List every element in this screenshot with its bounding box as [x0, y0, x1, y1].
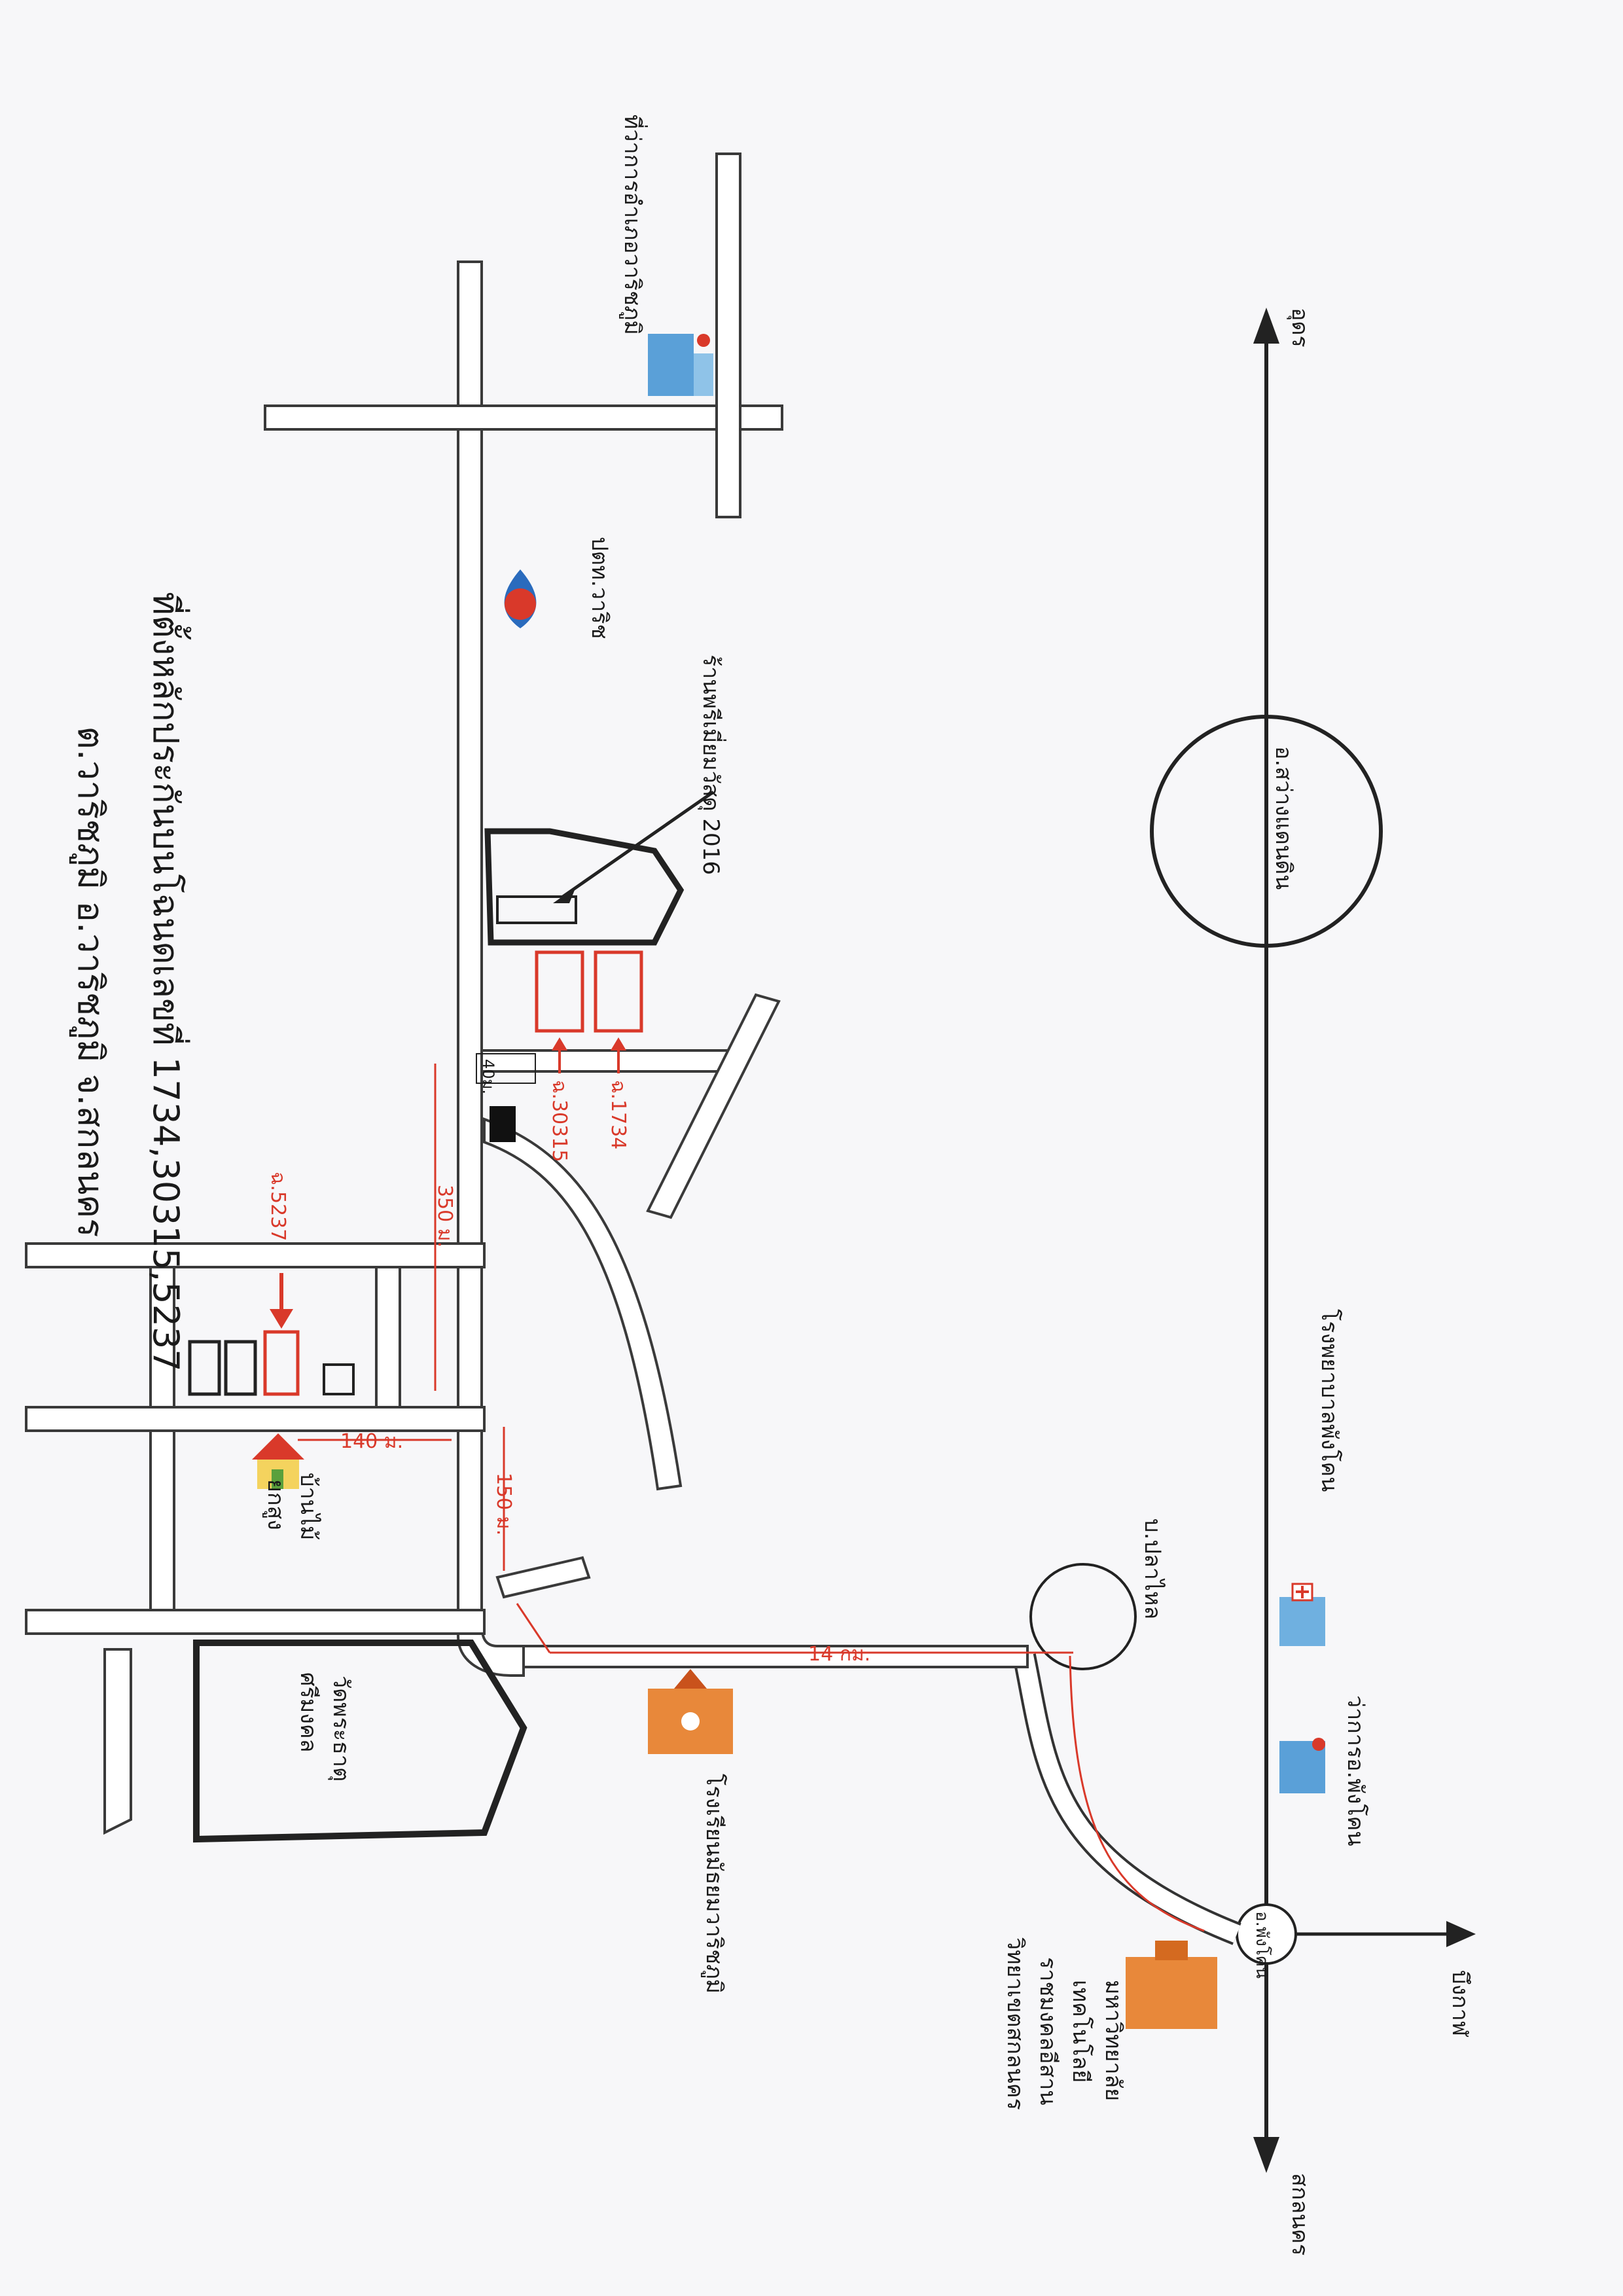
svg-text:ราชมงคลอีสาน: ราชมงคลอีสาน [1035, 1957, 1061, 2106]
sawang-daen-din-circle [1150, 715, 1383, 948]
dist-40m-box [476, 1053, 536, 1084]
plot-1734-box [594, 950, 643, 1033]
red-route-curve [1069, 1655, 1205, 1932]
temple-outline [193, 1640, 527, 1843]
label-dist-350: 350 ม. [433, 1185, 456, 1247]
label-dist-14km: 14 กม. [808, 1643, 870, 1666]
svg-text:เทคโนโลยี: เทคโนโลยี [1067, 1980, 1094, 2083]
svg-text:มหาวิทยาลัย: มหาวิทยาลัย [1100, 1980, 1126, 2101]
label-sawang-daen-din: อ.สว่างแดนดิน [1270, 746, 1296, 889]
label-pangkhon-office: ว่าการอ.พังโคน [1342, 1695, 1368, 1846]
label-university: มหาวิทยาลัย เทคโนโลยี ราชมงคลอีสาน วิทยา… [1002, 1937, 1126, 2110]
label-school: โรงเรียนมัธยมวาริชภูมิ [701, 1774, 727, 1994]
label-plot-5237: ฉ.5237 [266, 1172, 289, 1241]
house-icon [252, 1433, 304, 1489]
gas-station-icon [504, 569, 537, 628]
title-block: ที่ตั้งหลักประกันบนโฉนดเลขที่ 1734,30315… [69, 592, 191, 1371]
label-district-office: ที่ว่าการอำเภอวาริชภูมิ [619, 115, 648, 335]
label-dist-40: 40ม. [479, 1059, 497, 1094]
label-dist-140: 140 ม. [340, 1430, 403, 1453]
direction-east: บึงกาฬ [1447, 1970, 1473, 2037]
label-plot-30315: ฉ.30315 [548, 1080, 571, 1162]
label-hospital: โรงพยาบาลพังโคน [1316, 1309, 1342, 1492]
ban-plaklai-circle [1029, 1563, 1137, 1670]
connecting-road [1015, 1654, 1241, 1943]
shop-outline [484, 828, 685, 946]
plot-west-b [224, 1340, 257, 1396]
shop-pointer [562, 790, 715, 899]
university-icon [1126, 1941, 1217, 2029]
label-temple: วัดพระธาตุ ศรีมงคล [295, 1672, 354, 1782]
label-shop: ร้านพรีเมี่ยมวัสดุ 2016 [698, 655, 726, 875]
title-line2: ต.วาริชภูมิ อ.วาริชภูมิ จ.สกลนคร [69, 726, 111, 1238]
svg-text:ศรีมงคล: ศรีมงคล [295, 1672, 321, 1752]
label-ban-plaklai: บ.ปลาไหล [1139, 1518, 1166, 1619]
title-line1: ที่ตั้งหลักประกันบนโฉนดเลขที่ 1734,30315… [145, 592, 191, 1371]
plot-west-a [188, 1340, 221, 1396]
label-house: บ้านไม้ ยกสูง [262, 1473, 321, 1540]
shop-inner [496, 895, 577, 924]
plot-30315-box [535, 950, 584, 1033]
hospital-icon [1279, 1583, 1325, 1646]
label-pangkhon-junction: อ.พังโคน [1252, 1911, 1272, 1979]
svg-text:ยกสูง: ยกสูง [262, 1479, 289, 1530]
direction-south: สกลนคร [1287, 2173, 1313, 2255]
town-roads [25, 152, 783, 1835]
direction-north: อุดร [1287, 308, 1313, 348]
svg-text:บ้านไม้: บ้านไม้ [295, 1473, 321, 1540]
black-building [490, 1106, 516, 1142]
office-building-icon [1279, 1738, 1325, 1793]
government-building-icon [648, 334, 713, 396]
road-to-town [509, 1645, 1029, 1668]
label-plot-1734: ฉ.1734 [607, 1080, 630, 1149]
highway [1253, 308, 1476, 2173]
plot-5237-box [263, 1330, 300, 1396]
label-gas-station: ปตท.วาริช [586, 537, 613, 639]
svg-text:วัดพระธาตุ: วัดพระธาตุ [328, 1676, 354, 1782]
school-icon [648, 1669, 733, 1754]
plot-west-c [323, 1363, 355, 1395]
red-route-bend [516, 1603, 551, 1653]
label-dist-150: 150 ม. [492, 1473, 515, 1535]
svg-text:วิทยาเขตสกลนคร: วิทยาเขตสกลนคร [1002, 1937, 1028, 2110]
